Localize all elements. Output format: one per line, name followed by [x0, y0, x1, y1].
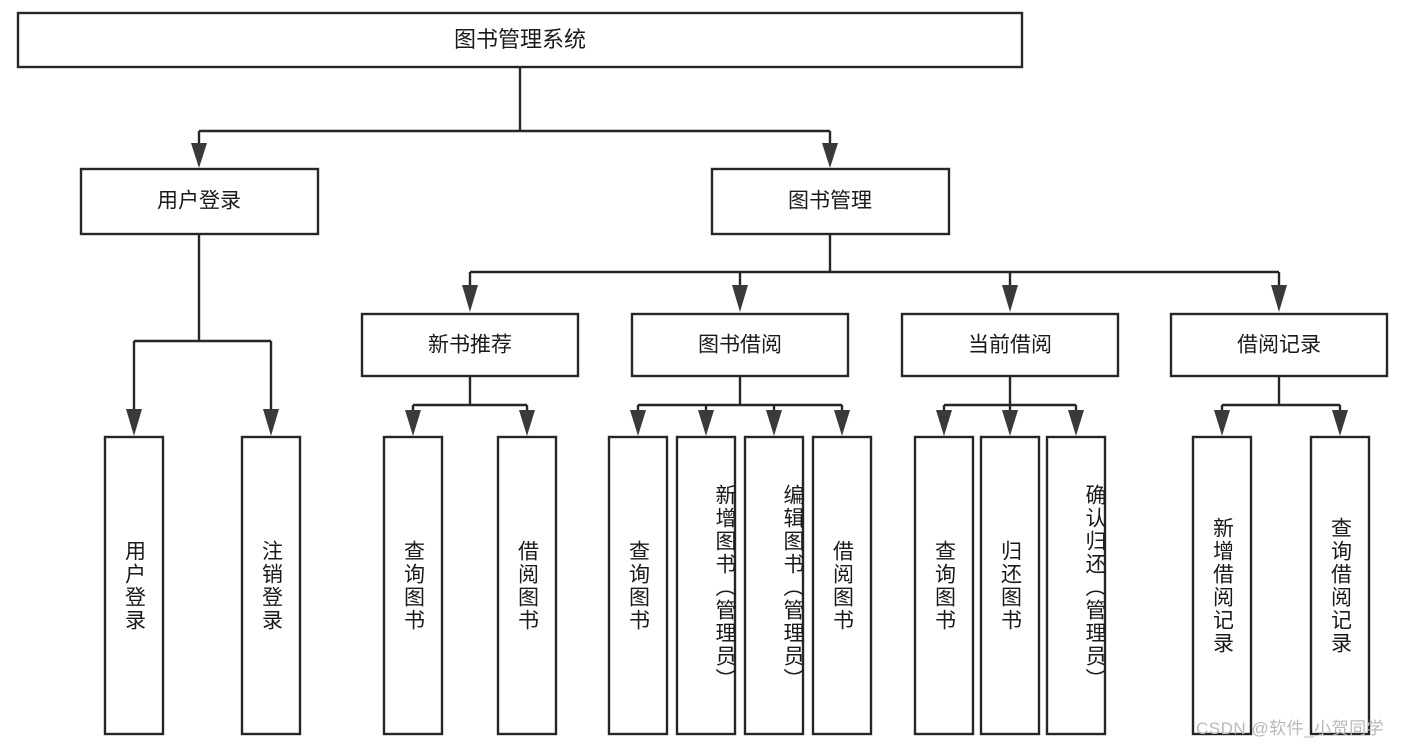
- arrow-head-leaf-edit-book: [766, 410, 782, 436]
- node-book-borrow-label: 图书借阅: [698, 334, 782, 357]
- node-user-login[interactable]: 用户登录: [79, 167, 320, 236]
- leaf-box-group: [103, 435, 1371, 736]
- arrow-head-leaf-user-login: [126, 409, 142, 436]
- arrow-head-leaf-query-book-2: [630, 410, 646, 436]
- node-root-label: 图书管理系统: [454, 27, 586, 52]
- node-borrow-record-label: 借阅记录: [1237, 334, 1321, 357]
- leaf-borrow-book-2-box[interactable]: [811, 435, 873, 736]
- node-book-manage-box[interactable]: [710, 167, 951, 236]
- node-book-manage-label: 图书管理: [788, 190, 872, 213]
- leaf-user-login-box[interactable]: [103, 435, 165, 736]
- leaf-query-book-1-box[interactable]: [382, 435, 444, 736]
- node-new-book-rec-label: 新书推荐: [428, 334, 512, 357]
- leaf-query-book-3-box[interactable]: [913, 435, 975, 736]
- node-new-book-rec[interactable]: 新书推荐: [360, 312, 580, 378]
- arrow-head-book-borrow: [732, 285, 748, 312]
- csdn-watermark: CSDN @软件_小贺同学: [1196, 719, 1385, 738]
- arrow-head-leaf-query-book-1: [405, 410, 421, 436]
- leaf-query-book-2-box[interactable]: [607, 435, 669, 736]
- node-borrow-record[interactable]: 借阅记录: [1169, 312, 1389, 378]
- leaf-borrow-book-1-box[interactable]: [496, 435, 558, 736]
- arrow-head-leaf-borrow-book-1: [519, 410, 535, 436]
- node-user-login-box[interactable]: [79, 167, 320, 236]
- leaf-edit-book-box[interactable]: [743, 435, 805, 736]
- arrow-head-new-book-rec: [462, 285, 478, 312]
- leaf-return-book-box[interactable]: [979, 435, 1041, 736]
- arrow-head-leaf-query-record: [1332, 410, 1348, 436]
- node-root-box[interactable]: [16, 11, 1024, 69]
- node-borrow-record-box[interactable]: [1169, 312, 1389, 378]
- arrow-head-borrow-record: [1271, 285, 1287, 312]
- arrow-head-leaf-borrow-book-2: [834, 410, 850, 436]
- node-user-login-label: 用户登录: [157, 190, 241, 213]
- node-book-borrow[interactable]: 图书借阅: [630, 312, 850, 378]
- leaf-query-record-box[interactable]: [1309, 435, 1371, 736]
- arrow-head-leaf-user-logout: [263, 409, 279, 436]
- leaf-add-book-box[interactable]: [675, 435, 737, 736]
- node-root[interactable]: 图书管理系统: [16, 11, 1024, 69]
- connector-group: [126, 67, 1348, 436]
- node-current-borrow[interactable]: 当前借阅: [900, 312, 1120, 378]
- node-book-manage[interactable]: 图书管理: [710, 167, 951, 236]
- arrow-head-leaf-confirm-return: [1068, 410, 1084, 436]
- arrow-head-current-borrow: [1002, 285, 1018, 312]
- arrow-head-book-manage: [822, 143, 838, 168]
- arrow-head-leaf-add-book: [698, 410, 714, 436]
- node-new-book-rec-box[interactable]: [360, 312, 580, 378]
- node-current-borrow-label: 当前借阅: [968, 334, 1052, 357]
- arrow-head-leaf-query-book-3: [936, 410, 952, 436]
- node-current-borrow-box[interactable]: [900, 312, 1120, 378]
- arrow-head-user-login: [191, 143, 207, 168]
- node-book-borrow-box[interactable]: [630, 312, 850, 378]
- arrow-head-leaf-add-record: [1214, 410, 1230, 436]
- arrow-head-leaf-return-book: [1002, 410, 1018, 436]
- leaf-add-record-box[interactable]: [1191, 435, 1253, 736]
- leaf-confirm-return-box[interactable]: [1045, 435, 1107, 736]
- leaf-user-logout-box[interactable]: [240, 435, 302, 736]
